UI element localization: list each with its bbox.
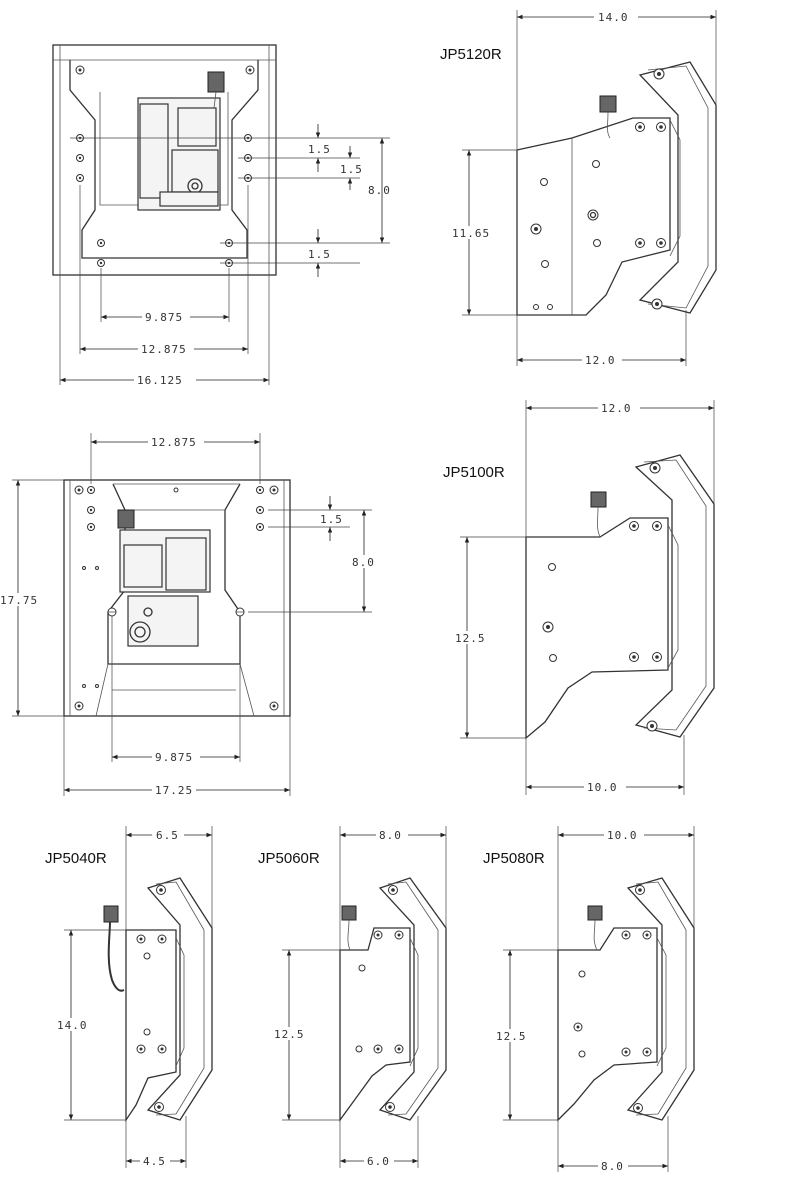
- dim-top-w-inner: 9.875: [145, 311, 183, 324]
- jp5040r-label: JP5040R: [45, 850, 107, 867]
- mid-dim-h8: 8.0: [352, 556, 375, 569]
- jp5080r-height: 12.5: [496, 1030, 527, 1043]
- jp5040r-width-bottom: 4.5: [143, 1155, 166, 1168]
- jp5060r-label: JP5060R: [258, 850, 320, 867]
- jp5100r-width-top: 12.0: [601, 402, 632, 415]
- jp5120r-height: 11.65: [452, 227, 490, 240]
- mid-dim-s1: 1.5: [320, 513, 343, 526]
- dim-top-h8: 8.0: [368, 184, 391, 197]
- jp5040r-side-view: JP5040R 6.5 14.0 4.5: [45, 826, 213, 1168]
- dim-top-s2: 1.5: [340, 163, 363, 176]
- jp5060r-side-view: JP5060R 8.0 12.5 6.0: [258, 826, 447, 1168]
- jp5120r-width-top: 14.0: [598, 11, 629, 24]
- jp5080r-label: JP5080R: [483, 850, 545, 867]
- mid-dim-h-outer: 17.75: [0, 594, 38, 607]
- mid-plan-view: 12.875 17.75 1.5 8.0 9.875 17.25: [0, 433, 376, 797]
- jp5100r-label: JP5100R: [443, 464, 505, 481]
- dim-top-w-outer: 16.125: [137, 374, 183, 387]
- top-plan-view: 1.5 1.5 8.0 1.5 9.875 12.875 16.125: [52, 44, 391, 387]
- jp5040r-height: 14.0: [57, 1019, 88, 1032]
- jp5120r-width-bottom: 12.0: [585, 354, 616, 367]
- jp5080r-width-bottom: 8.0: [601, 1160, 624, 1173]
- jp5100r-height: 12.5: [455, 632, 486, 645]
- dim-top-w-mid: 12.875: [141, 343, 187, 356]
- mid-mount-holes: [74, 485, 279, 711]
- mid-dim-w-inner: 9.875: [155, 751, 193, 764]
- jp5080r-width-top: 10.0: [607, 829, 638, 842]
- jp5100r-side-view: JP5100R 12.0 12.5 10.0: [443, 400, 715, 795]
- jp5080r-side-view: JP5080R 10.0 12.5 8.0: [483, 826, 695, 1173]
- mid-dim-w-outer: 17.25: [155, 784, 193, 797]
- jp5040r-width-top: 6.5: [156, 829, 179, 842]
- jp5060r-height: 12.5: [274, 1028, 305, 1041]
- dim-top-s1: 1.5: [308, 143, 331, 156]
- mid-dim-w-top: 12.875: [151, 436, 197, 449]
- dim-top-s3: 1.5: [308, 248, 331, 261]
- jp5100r-width-bottom: 10.0: [587, 781, 618, 794]
- jp5120r-side-view: JP5120R 14.0 11.65: [440, 10, 717, 367]
- jp5060r-width-bottom: 6.0: [367, 1155, 390, 1168]
- jp5060r-width-top: 8.0: [379, 829, 402, 842]
- jp5120r-label: JP5120R: [440, 46, 502, 63]
